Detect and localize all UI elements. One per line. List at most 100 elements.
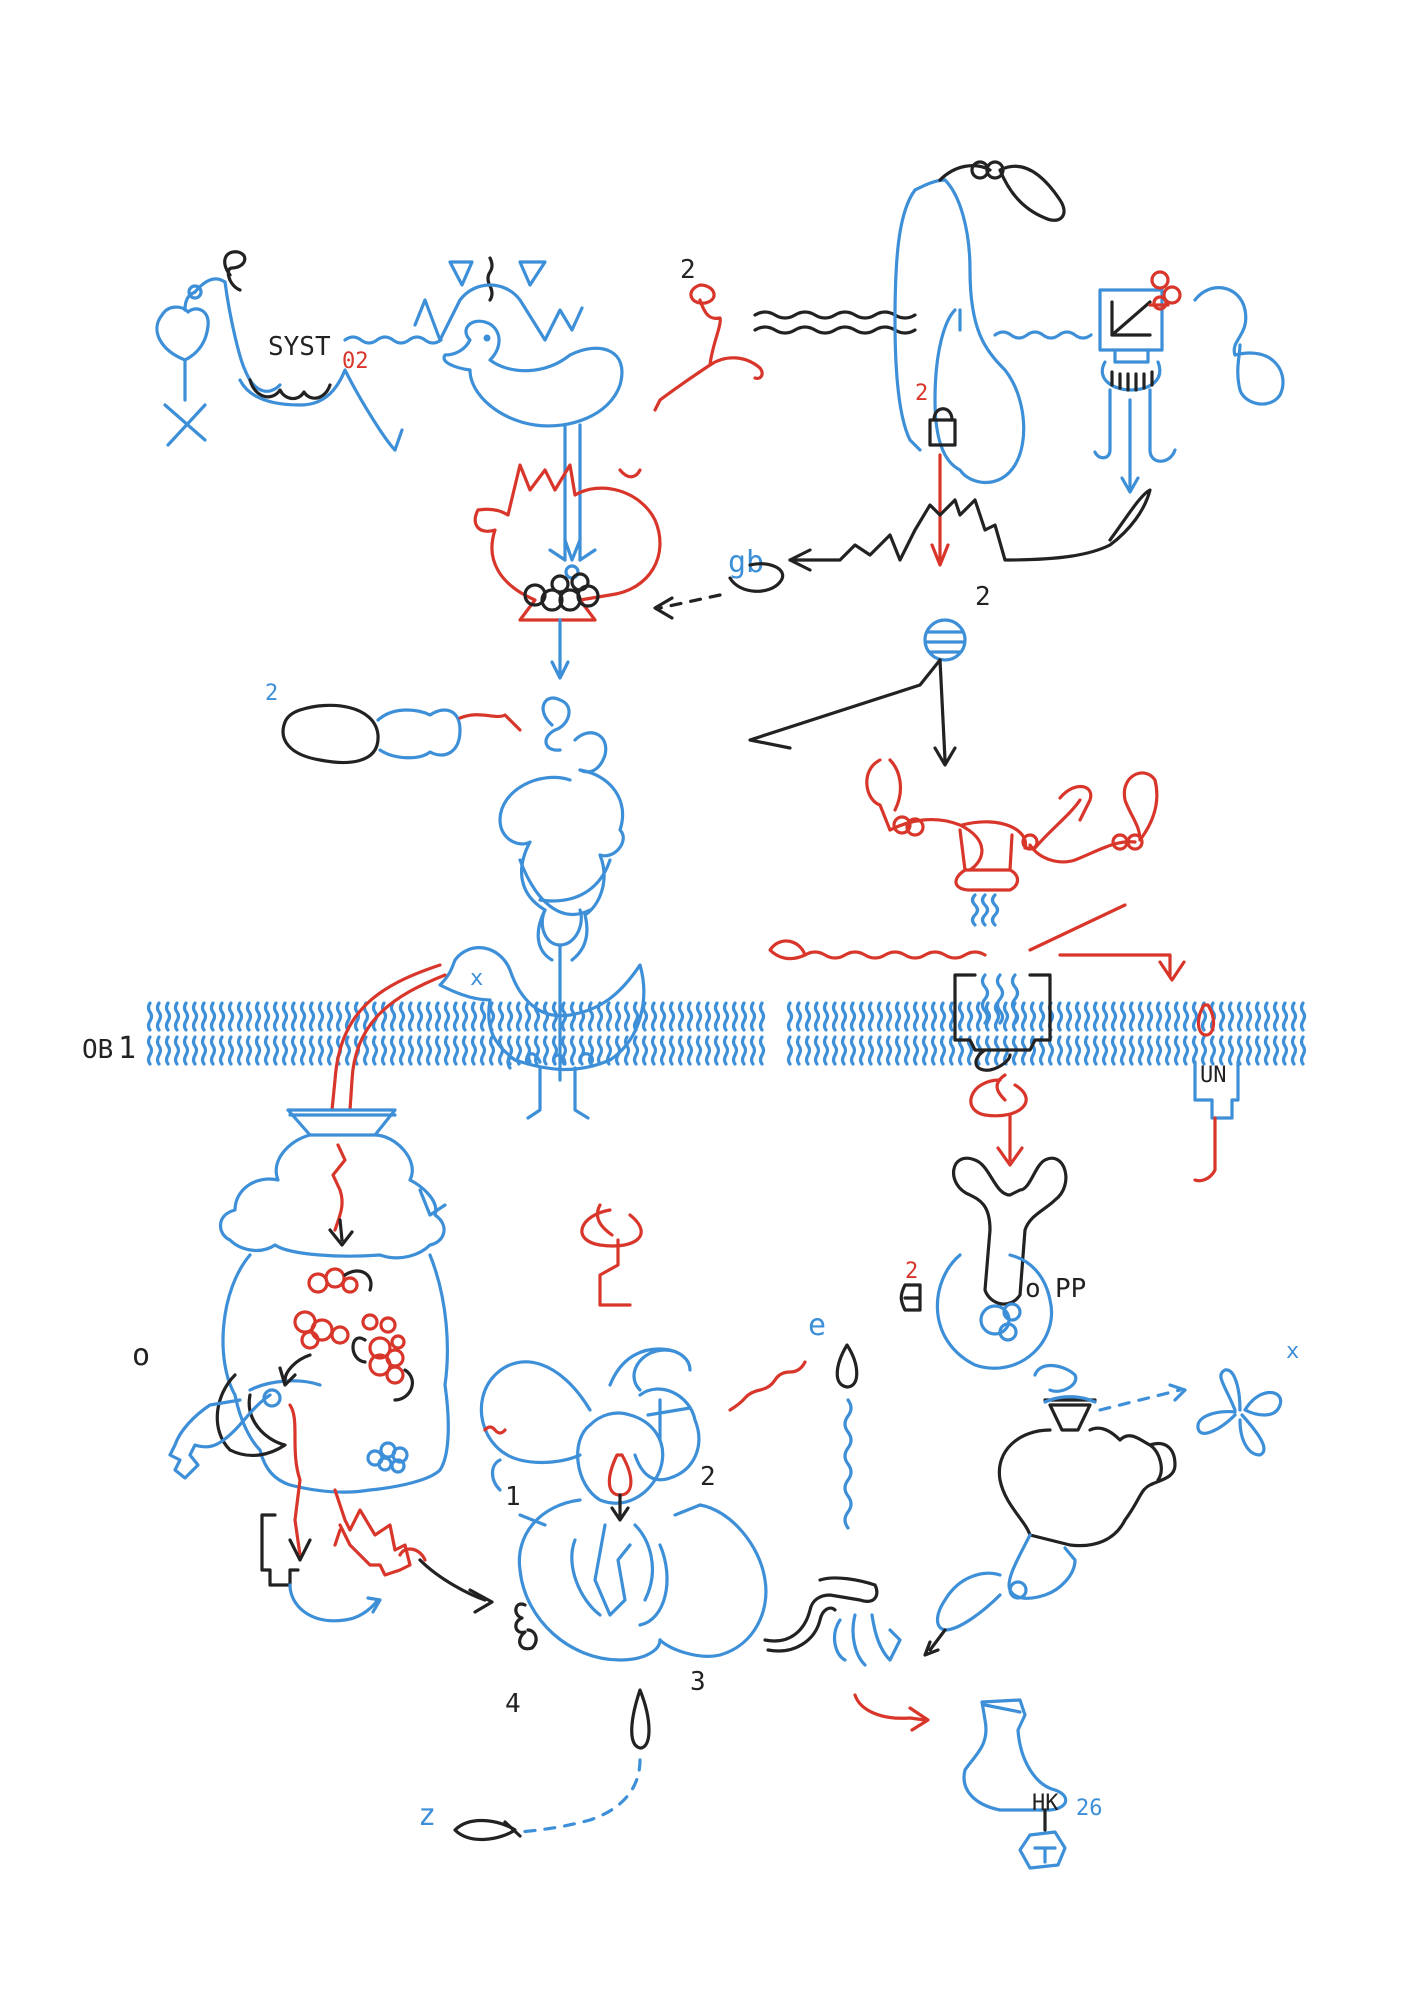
membrane-stroke [894,1035,902,1066]
membrane-stroke [1245,1035,1253,1066]
membrane-stroke [488,1035,496,1066]
membrane-stroke [407,1035,415,1066]
membrane-stroke [1065,1001,1073,1032]
membrane-stroke [209,1035,217,1066]
e-label: e [808,1308,826,1343]
membrane-stroke [957,1035,965,1066]
membrane-stroke [434,1035,442,1066]
membrane-stroke [1092,1001,1100,1032]
membrane-stroke [1137,1001,1145,1032]
membrane-stroke [281,1035,289,1066]
membrane-stroke [461,1001,469,1032]
membrane-stroke [849,1001,857,1032]
membrane-stroke [218,1035,226,1066]
o-pp-label: o [1025,1274,1041,1304]
membrane-stroke [596,1001,604,1032]
membrane-stroke [1047,1035,1055,1066]
membrane-stroke [813,1035,821,1066]
membrane-stroke [272,1001,280,1032]
membrane-stroke [1074,1035,1082,1066]
membrane-stroke [876,1035,884,1066]
membrane-stroke [1281,1001,1289,1032]
membrane-stroke [695,1035,703,1066]
membrane-stroke [272,1035,280,1066]
funnel-icon [286,1108,397,1247]
membrane-stroke [786,1001,794,1032]
membrane-stroke [1236,1035,1244,1066]
membrane-stroke [1056,1001,1064,1032]
gb-group: gb [728,545,785,593]
membrane-stroke [1191,1001,1199,1032]
membrane-stroke [623,1001,631,1032]
duck-icon [413,256,624,562]
membrane-stroke [1173,1035,1181,1066]
pp-cell: 2 o PP [899,1253,1086,1370]
membrane-stroke [614,1001,622,1032]
membrane-stroke [434,1001,442,1032]
membrane-stroke [560,1035,568,1066]
membrane-stroke [173,1035,181,1066]
hanging-tube [893,160,1066,484]
membrane-stroke [822,1035,830,1066]
petal-two-label: 2 [700,1462,716,1492]
membrane-stroke [650,1001,658,1032]
membrane-stroke [939,1001,947,1032]
syst-label-group: SYST 02 [238,332,404,452]
membrane-stroke [533,1035,541,1066]
membrane-stroke [371,1035,379,1066]
un-label: UN [1200,1063,1227,1088]
membrane-stroke [587,1001,595,1032]
membrane-stroke [1281,1035,1289,1066]
membrane-stroke [236,1001,244,1032]
membrane-stroke [948,1001,956,1032]
membrane-band [146,1001,1307,1066]
bean-pair: 2 [265,681,522,765]
membrane-stroke [1065,1035,1073,1066]
membrane-stroke [1290,1001,1298,1032]
membrane-stroke [1218,1035,1226,1066]
big-vessel [218,1133,450,1494]
membrane-stroke [542,1035,550,1066]
membrane-stroke [173,1001,181,1032]
membrane-stroke [921,1035,929,1066]
membrane-stroke [713,1035,721,1066]
black-pipe [763,1576,879,1653]
membrane-stroke [389,1001,397,1032]
membrane-stroke [1083,1001,1091,1032]
membrane-stroke [641,1035,649,1066]
membrane-stroke [804,1035,812,1066]
membrane-stroke [479,1035,487,1066]
membrane-stroke [849,1035,857,1066]
membrane-stroke [425,1001,433,1032]
four-petal-flower-icon: 1 2 3 4 [479,1347,768,1719]
membrane-stroke [164,1001,172,1032]
membrane-stroke [1029,1001,1037,1032]
membrane-stroke [479,1001,487,1032]
membrane-stroke [335,1001,343,1032]
un-box: UN [1193,1060,1240,1183]
membrane-stroke [984,1001,992,1032]
membrane-stroke [731,1001,739,1032]
bird-icon: x [438,946,646,1120]
membrane-stroke [182,1001,190,1032]
membrane-stroke [1227,1001,1235,1032]
membrane-stroke [894,1001,902,1032]
red-fish-shape [473,463,662,622]
membrane-stroke [326,1001,334,1032]
membrane-stroke [749,1001,757,1032]
red-stick-figure: 2 [653,255,764,412]
membrane-stroke [470,1035,478,1066]
red-spinner-center [580,1203,643,1307]
membrane-stroke [200,1001,208,1032]
membrane-stroke [786,1035,794,1066]
membrane-stroke [218,1001,226,1032]
membrane-stroke [704,1001,712,1032]
membrane-stroke [290,1001,298,1032]
membrane-stroke [299,1001,307,1032]
membrane-stroke [542,1001,550,1032]
membrane-stroke [146,1035,154,1066]
membrane-stroke [326,1035,334,1066]
membrane-stroke [362,1035,370,1066]
bottom-drop-icon [518,1688,651,1834]
